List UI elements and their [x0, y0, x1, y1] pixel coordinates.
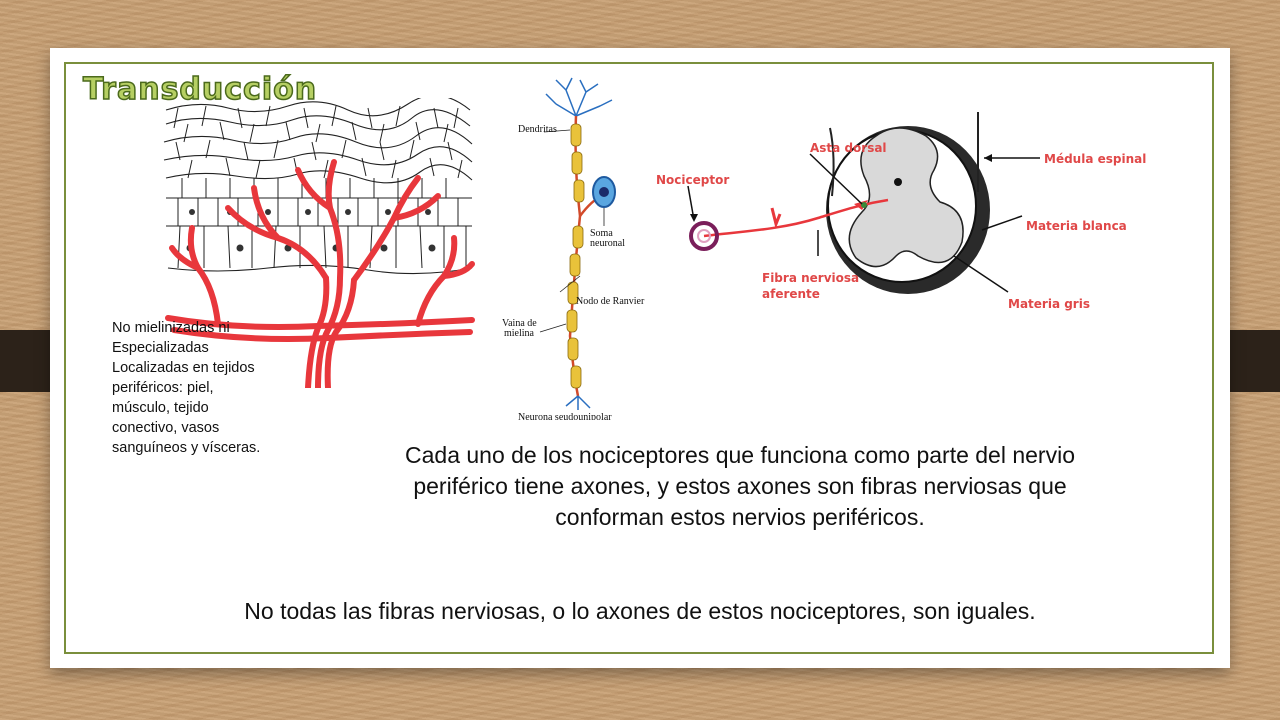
side-note: No mielinizadas ni Especializadas Locali…	[112, 318, 312, 458]
label-ranvier: Nodo de Ranvier	[576, 296, 645, 307]
side-note-line: músculo, tejido	[112, 400, 209, 416]
label-neuron-caption: Neurona seudounipolar	[518, 412, 612, 420]
label-white-matter: Materia blanca	[1026, 219, 1127, 233]
skin-tissue-illustration	[158, 98, 478, 388]
label-soma-line2: neuronal	[590, 238, 625, 249]
main-paragraph: Cada uno de los nociceptores que funcion…	[405, 442, 1075, 530]
side-note-line: periféricos: piel,	[112, 380, 214, 396]
bottom-paragraph: No todas las fibras nerviosas, o lo axon…	[244, 598, 1036, 624]
label-nociceptor: Nociceptor	[656, 173, 729, 187]
slide: Transducción	[50, 48, 1230, 668]
spinal-cord-diagram: Asta dorsal Médula espinal Nociceptor Ma…	[648, 106, 1180, 320]
label-spinal-cord: Médula espinal	[1044, 152, 1146, 166]
label-myelin-line2: mielina	[504, 328, 535, 339]
label-dendrites: Dendritas	[518, 124, 557, 135]
label-dorsal-horn: Asta dorsal	[810, 141, 887, 155]
label-gray-matter: Materia gris	[1008, 297, 1090, 311]
neuron-illustration: Dendritas Soma neuronal Nodo de Ranvier …	[500, 76, 648, 420]
side-note-line: sanguíneos y vísceras.	[112, 440, 261, 456]
label-afferent-line1: Fibra nerviosa	[762, 271, 859, 285]
slide-title: Transducción	[82, 71, 318, 108]
slide-frame	[64, 62, 1214, 654]
side-note-line: conectivo, vasos	[112, 420, 220, 436]
label-myelin-line1: Vaina de	[502, 318, 537, 329]
label-afferent-line2: aferente	[762, 287, 820, 301]
side-note-line: No mielinizadas ni	[112, 320, 230, 336]
side-note-line: Localizadas en tejidos	[112, 360, 255, 376]
side-note-line: Especializadas	[112, 340, 209, 356]
label-soma-line1: Soma	[590, 228, 613, 239]
